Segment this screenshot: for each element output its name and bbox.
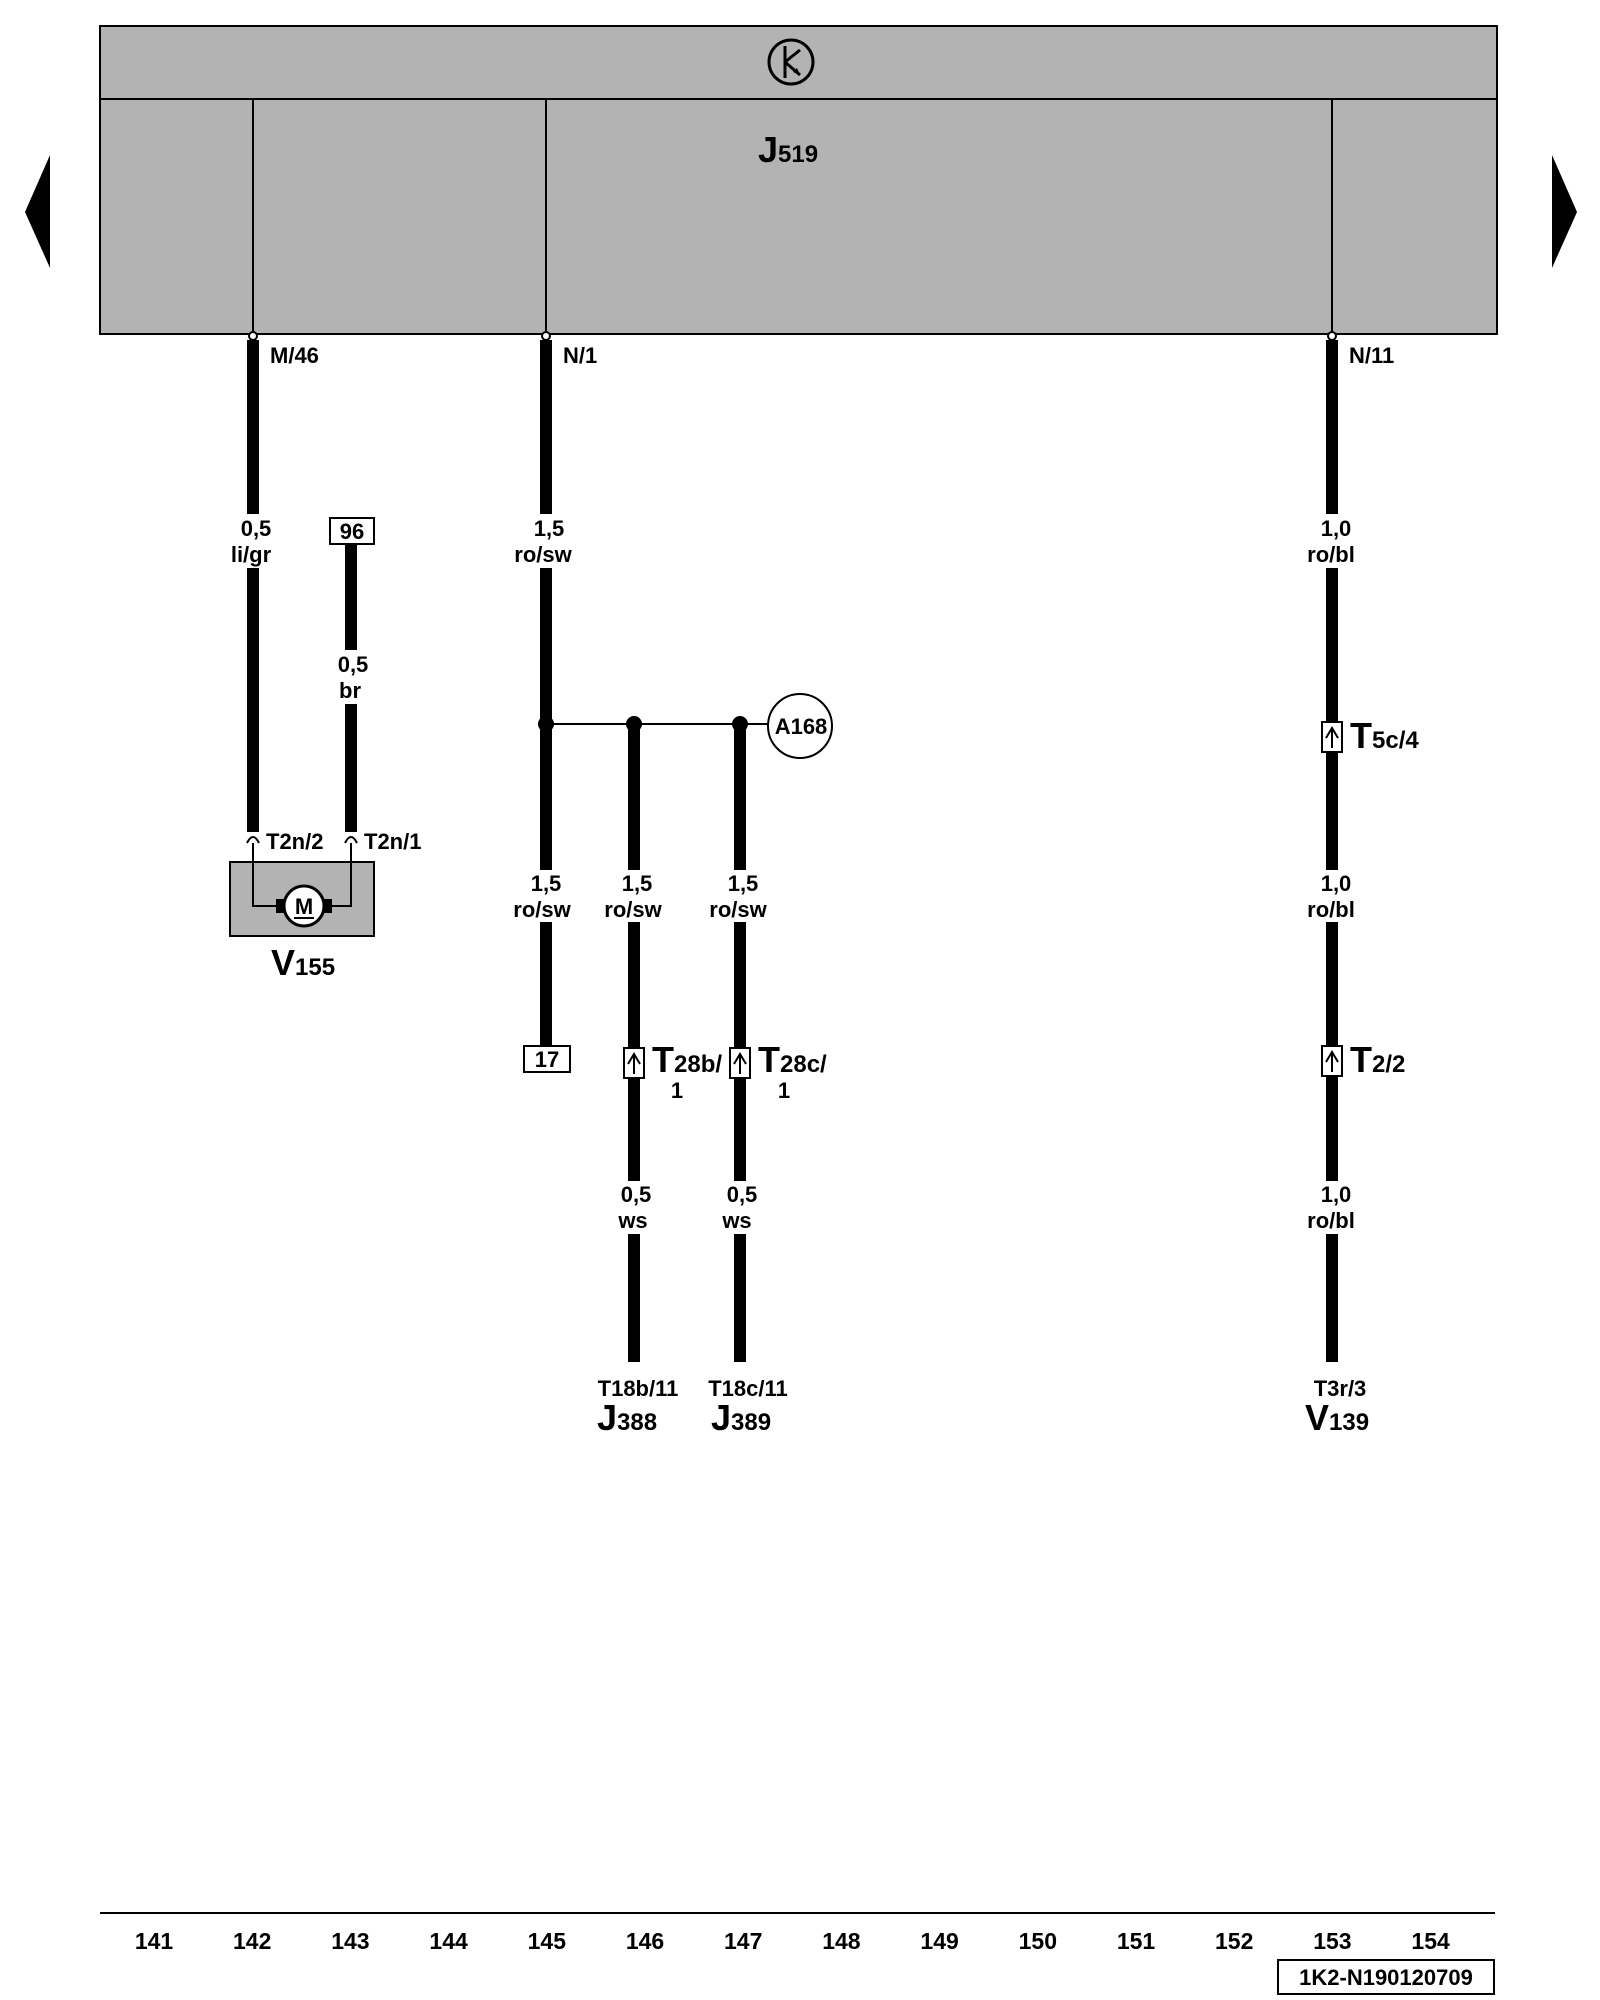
wire-4-size: 1,5 (531, 871, 562, 896)
wire-5-color: ro/sw (604, 897, 662, 922)
wire-2-color: br (339, 678, 361, 703)
splice-a168-label: A168 (775, 714, 828, 739)
connector-t2-icon (1321, 1045, 1343, 1077)
document-id-box (1277, 1959, 1495, 1995)
connector-t28c-pin: 1 (778, 1078, 790, 1103)
motor-name-label: V155 (271, 942, 335, 983)
wire-j389: 1,5 ro/sw T28c/ 1 0,5 ws (709, 724, 827, 1362)
control-unit-j519: J519 (99, 25, 1498, 335)
connector-t2-label: T2/2 (1350, 1039, 1405, 1080)
wire-6-size: 1,5 (728, 871, 759, 896)
column-number: 152 (1215, 1928, 1253, 1954)
wire-n11: 1,0 ro/bl T5c/4 1,0 ro/bl T2/2 1,0 ro/bl (1307, 340, 1419, 1362)
previous-page-arrow-icon[interactable] (25, 155, 50, 268)
column-number: 146 (626, 1928, 664, 1954)
wire-11-size: 1,0 (1321, 1182, 1352, 1207)
reference-box-96[interactable] (329, 517, 375, 545)
wire-9-size: 1,0 (1321, 516, 1352, 541)
wire-j388: 1,5 ro/sw T28b/ 1 0,5 ws (604, 724, 722, 1362)
wire-10-size: 1,0 (1321, 871, 1352, 896)
column-numbers: 141 142 143 144 145 146 147 148 149 150 151 152 153 1… (135, 1928, 1450, 1954)
target-j388-pin: T18b/11 (598, 1376, 679, 1401)
pin-m46-marker (248, 331, 258, 341)
control-unit-label: J519 (758, 129, 818, 170)
connector-t2n1-label: T2n/1 (364, 829, 421, 854)
wire-7-size: 0,5 (621, 1182, 652, 1207)
column-number: 142 (233, 1928, 271, 1954)
target-v139-pin: T3r/3 (1314, 1376, 1367, 1401)
wire-2-size: 0,5 (338, 652, 369, 677)
target-j388-name[interactable]: J388 (597, 1397, 657, 1438)
wire-10-color: ro/bl (1307, 897, 1355, 922)
splice-a168: A168 (538, 693, 833, 759)
pin-n1-label: N/1 (563, 343, 597, 368)
wire-5-size: 1,5 (622, 871, 653, 896)
column-number: 143 (331, 1928, 369, 1954)
motor-symbol-label: M (295, 894, 313, 919)
column-number: 148 (822, 1928, 861, 1954)
wire-6-color: ro/sw (709, 897, 767, 922)
target-j389-pin: T18c/11 (708, 1376, 788, 1401)
wire-4-color: ro/sw (513, 897, 571, 922)
wire-8-size: 0,5 (727, 1182, 758, 1207)
wire-3-size: 1,5 (534, 516, 565, 541)
wire-9-color: ro/bl (1307, 542, 1355, 567)
column-number: 150 (1019, 1928, 1057, 1954)
next-page-arrow-icon[interactable] (1552, 155, 1577, 268)
target-v139-name[interactable]: V139 (1305, 1397, 1369, 1438)
motor-v155[interactable]: M (229, 843, 375, 937)
wire-8-color: ws (721, 1208, 751, 1233)
pin-n11-marker (1327, 331, 1337, 341)
motor-symbol-icon (282, 884, 326, 928)
connector-t28c-label: T28c/ (758, 1039, 827, 1080)
wire-m46: 0,5 li/gr (231, 340, 272, 832)
pin-m46-label: M/46 (270, 343, 319, 368)
column-number: 151 (1117, 1928, 1156, 1954)
reference-96-label: 96 (340, 519, 364, 544)
column-number: 154 (1411, 1928, 1450, 1954)
connector-t2n1-pin-icon (344, 836, 358, 844)
connector-t2n2-label: T2n/2 (266, 829, 323, 854)
wire-7-color: ws (617, 1208, 647, 1233)
column-number: 144 (429, 1928, 468, 1954)
connector-t28b-icon (623, 1047, 645, 1079)
target-j389-name[interactable]: J389 (711, 1397, 771, 1438)
pin-n1-marker (541, 331, 551, 341)
wire-11-color: ro/bl (1307, 1208, 1355, 1233)
connector-t2n2-pin-icon (246, 836, 260, 844)
ground-symbol-icon (767, 38, 815, 86)
connector-t5c-icon (1321, 721, 1343, 753)
wire-1-size: 0,5 (241, 516, 272, 541)
connector-t28b-pin: 1 (671, 1078, 683, 1103)
wire-3-color: ro/sw (514, 542, 572, 567)
column-number: 149 (920, 1928, 958, 1954)
column-number: 141 (135, 1928, 174, 1954)
column-number: 145 (528, 1928, 567, 1954)
connector-t5c-label: T5c/4 (1350, 715, 1419, 756)
column-number: 147 (724, 1928, 762, 1954)
reference-box-17[interactable] (523, 1045, 571, 1073)
column-number: 153 (1313, 1928, 1351, 1954)
connector-t28c-icon (729, 1047, 751, 1079)
pin-n11-label: N/11 (1349, 343, 1394, 368)
splice-a168-circle[interactable] (767, 693, 833, 759)
wire-ref-96: 96 0,5 br (329, 517, 375, 832)
wire-1-color: li/gr (231, 542, 272, 567)
connector-t28b-label: T28b/ (652, 1039, 722, 1080)
reference-17-label: 17 (535, 1047, 559, 1072)
document-id-label: 1K2-N190120709 (1299, 1965, 1473, 1990)
wire-n1: 1,5 ro/sw 1,5 ro/sw 17 (513, 340, 573, 1073)
